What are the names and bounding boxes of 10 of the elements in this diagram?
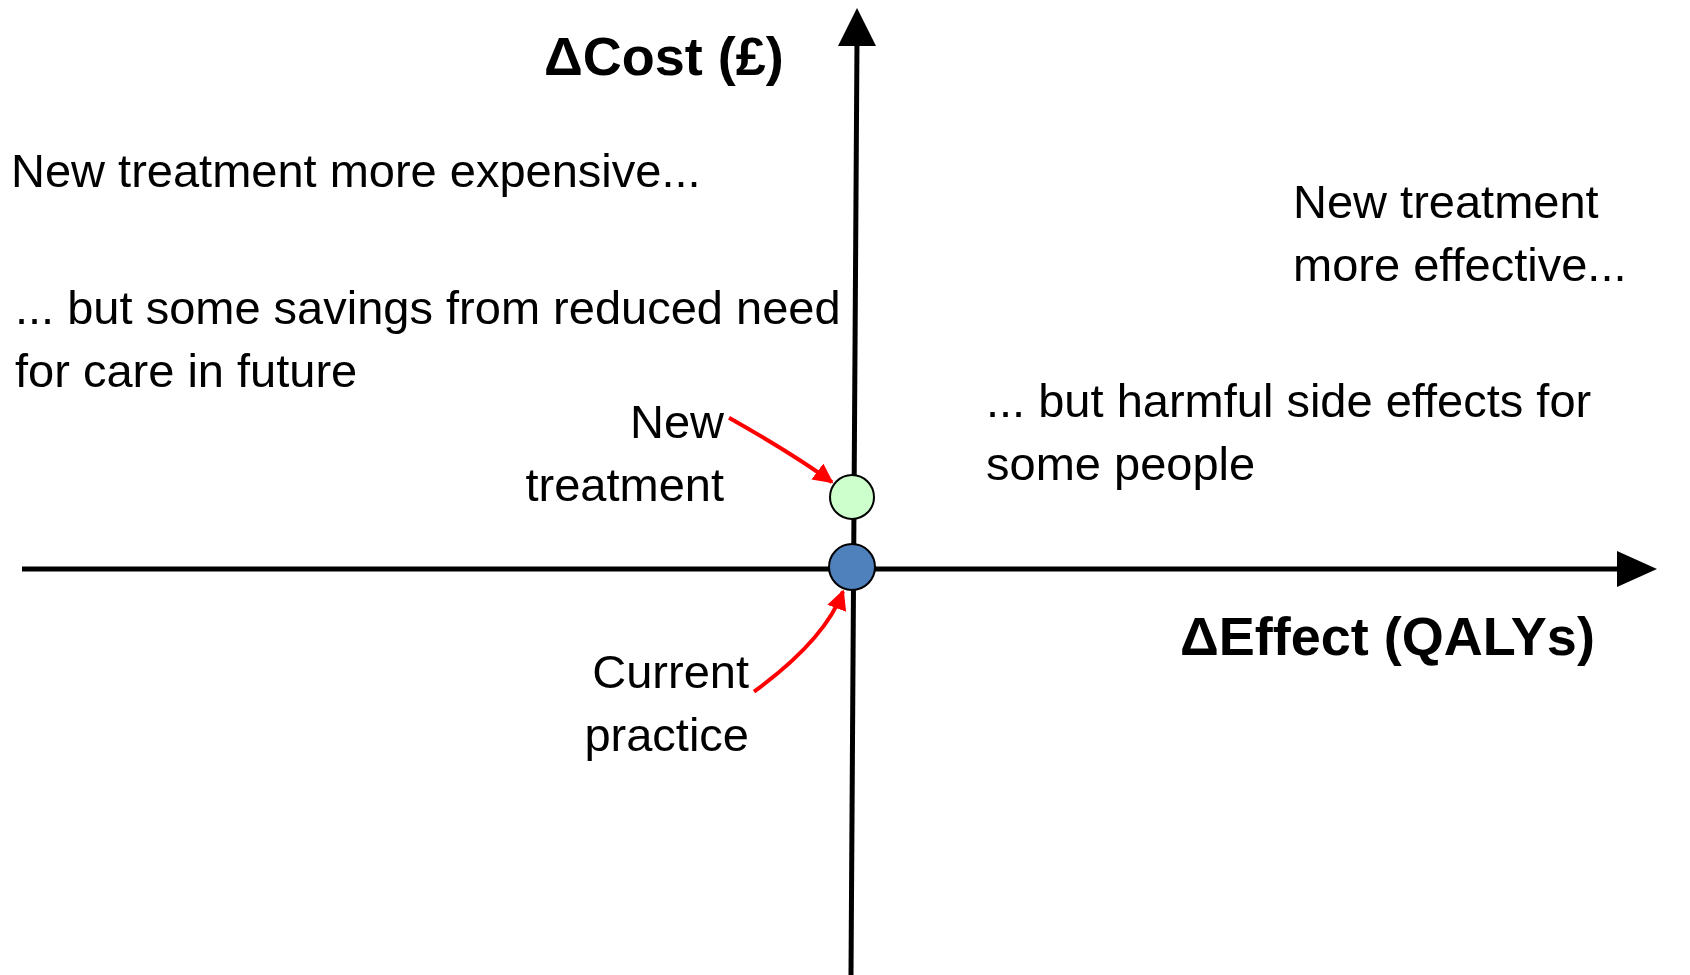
- current-practice-point: [828, 543, 876, 591]
- point-label: Current practice: [530, 640, 749, 766]
- quadrant-note: ... but harmful side effects for some people: [986, 373, 1593, 492]
- axis-label: ΔEffect (QALYs): [1180, 606, 1595, 666]
- quadrant-note: New treatment more effective...: [1293, 174, 1628, 293]
- quadrant-note: New treatment more expensive...: [11, 143, 701, 199]
- leader-arrow: [728, 416, 834, 484]
- axis-label: ΔCost (£): [544, 26, 784, 86]
- new-treatment-point: [829, 474, 875, 520]
- leader-arrow: [752, 589, 846, 694]
